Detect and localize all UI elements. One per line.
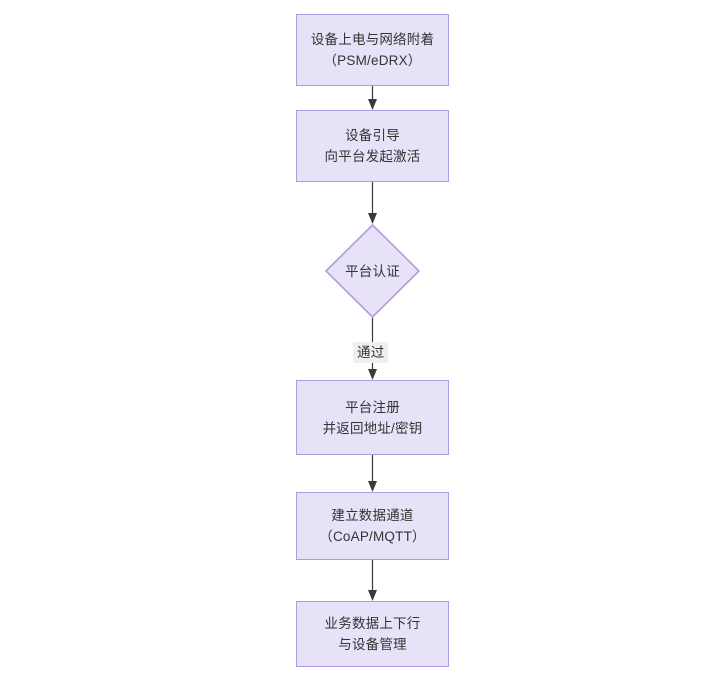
edge-n4-n5 <box>368 455 377 492</box>
diamond-shape <box>325 224 420 318</box>
edge-n2-n3 <box>368 182 377 224</box>
edge-n1-n2 <box>368 86 377 110</box>
flow-node-line: 建立数据通道 <box>331 508 414 523</box>
edge-n5-n6 <box>368 560 377 601</box>
flow-node-line: 业务数据上下行 <box>324 616 421 631</box>
flow-node-platform-auth-decision[interactable]: 平台认证 <box>325 224 420 318</box>
flow-node-line: 平台认证 <box>345 263 400 279</box>
flow-node-device-power-on[interactable]: 设备上电与网络附着 （PSM/eDRX） <box>296 14 449 86</box>
flow-node-device-bootstrap[interactable]: 设备引导 向平台发起激活 <box>296 110 449 182</box>
flow-node-line: 向平台发起激活 <box>324 149 421 164</box>
flow-node-line: 平台注册 <box>345 399 400 415</box>
flow-node-line: 与设备管理 <box>338 637 407 652</box>
flow-node-line: 设备引导 <box>345 128 400 143</box>
edge-label-pass: 通过 <box>353 342 389 363</box>
flow-node-line: 设备上电与网络附着 <box>310 32 435 47</box>
flow-node-establish-data-channel[interactable]: 建立数据通道 （CoAP/MQTT） <box>296 492 449 560</box>
flow-node-line: （PSM/eDRX） <box>323 53 422 68</box>
flow-node-platform-register[interactable]: 平台注册 并返回地址/密钥 <box>296 380 449 455</box>
flow-node-business-data-and-device-mgmt[interactable]: 业务数据上下行 与设备管理 <box>296 601 449 667</box>
flow-node-line: （CoAP/MQTT） <box>319 529 426 544</box>
flow-node-line: 并返回地址/密钥 <box>322 420 423 436</box>
